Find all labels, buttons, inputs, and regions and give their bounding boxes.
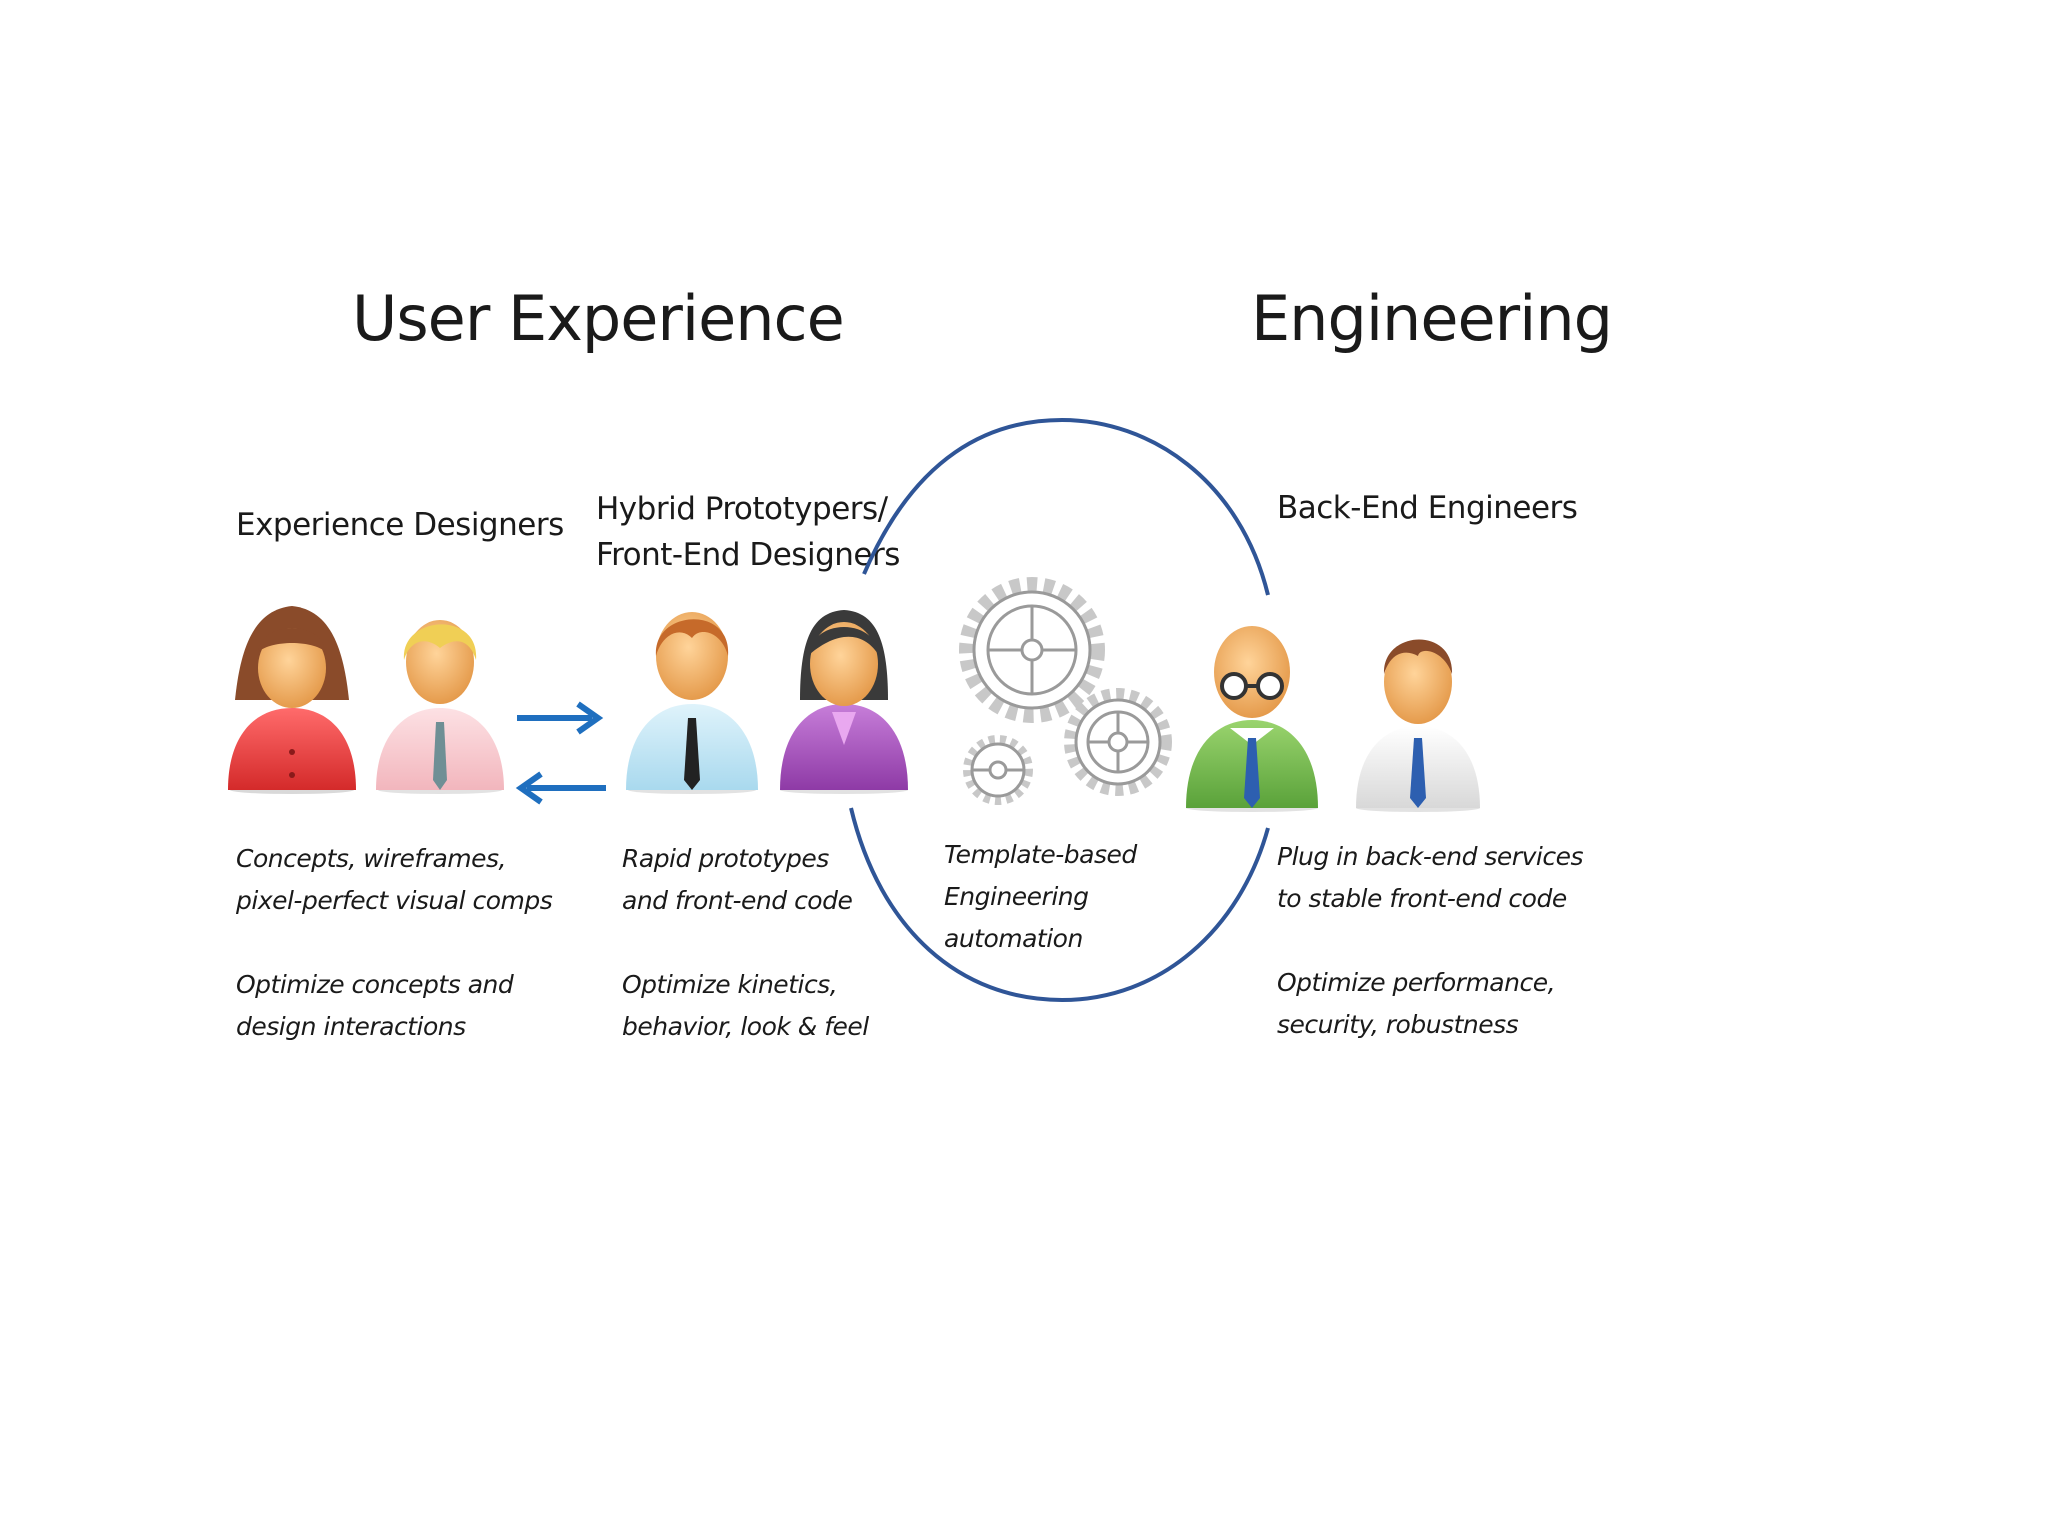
hybrid-prototypers-title: Hybrid Prototypers/ Front-End Designers [596, 486, 900, 578]
experience-designer-man-icon [376, 620, 504, 794]
hybrid-prototypers-desc-2-line-1: Optimize kinetics, [622, 970, 838, 999]
experience-designers-desc-1-line-2: pixel-perfect visual comps [236, 886, 553, 915]
automation-ellipse [849, 417, 1270, 1003]
automation-desc: Template-based Engineering automation [944, 834, 1137, 960]
automation-desc-line-1: Template-based [944, 840, 1137, 869]
back-end-engineer-glasses-icon [1186, 626, 1318, 812]
experience-designers-title: Experience Designers [236, 507, 564, 543]
experience-designer-woman-icon [228, 606, 356, 794]
hybrid-prototypers-desc-1-line-2: and front-end code [622, 886, 853, 915]
back-end-engineer-man-icon [1356, 639, 1480, 812]
user-experience-heading: User Experience [352, 282, 845, 355]
experience-designers-desc-2: Optimize concepts and design interaction… [236, 964, 514, 1048]
arrow-left-icon [515, 771, 606, 805]
experience-designers-desc-1-line-1: Concepts, wireframes, [236, 844, 506, 873]
front-end-designer-woman-icon [780, 610, 908, 794]
back-end-engineers-desc-2: Optimize performance, security, robustne… [1277, 962, 1556, 1046]
experience-designers-desc-2-line-1: Optimize concepts and [236, 970, 514, 999]
hybrid-prototypers-title-line-1: Hybrid Prototypers/ [596, 491, 888, 527]
back-end-engineers-desc-1: Plug in back-end services to stable fron… [1277, 836, 1583, 920]
engineering-heading: Engineering [1251, 282, 1613, 355]
automation-desc-line-3: automation [944, 924, 1083, 953]
gears-icon [959, 577, 1172, 805]
back-end-engineers-desc-1-line-2: to stable front-end code [1277, 884, 1567, 913]
automation-desc-line-2: Engineering [944, 882, 1089, 911]
hybrid-prototypers-desc-2: Optimize kinetics, behavior, look & feel [622, 964, 869, 1048]
back-end-engineers-title: Back-End Engineers [1277, 490, 1578, 526]
back-end-engineers-desc-2-line-2: security, robustness [1277, 1010, 1519, 1039]
front-end-designer-man-icon [626, 612, 758, 794]
back-end-engineers-desc-1-line-1: Plug in back-end services [1277, 842, 1583, 871]
hybrid-prototypers-title-line-2: Front-End Designers [596, 537, 900, 573]
hybrid-prototypers-desc-1-line-1: Rapid prototypes [622, 844, 829, 873]
hybrid-prototypers-desc-1: Rapid prototypes and front-end code [622, 838, 853, 922]
back-end-engineers-desc-2-line-1: Optimize performance, [1277, 968, 1556, 997]
experience-designers-desc-1: Concepts, wireframes, pixel-perfect visu… [236, 838, 553, 922]
experience-designers-desc-2-line-2: design interactions [236, 1012, 466, 1041]
hybrid-prototypers-desc-2-line-2: behavior, look & feel [622, 1012, 869, 1041]
arrow-right-icon [517, 701, 604, 735]
